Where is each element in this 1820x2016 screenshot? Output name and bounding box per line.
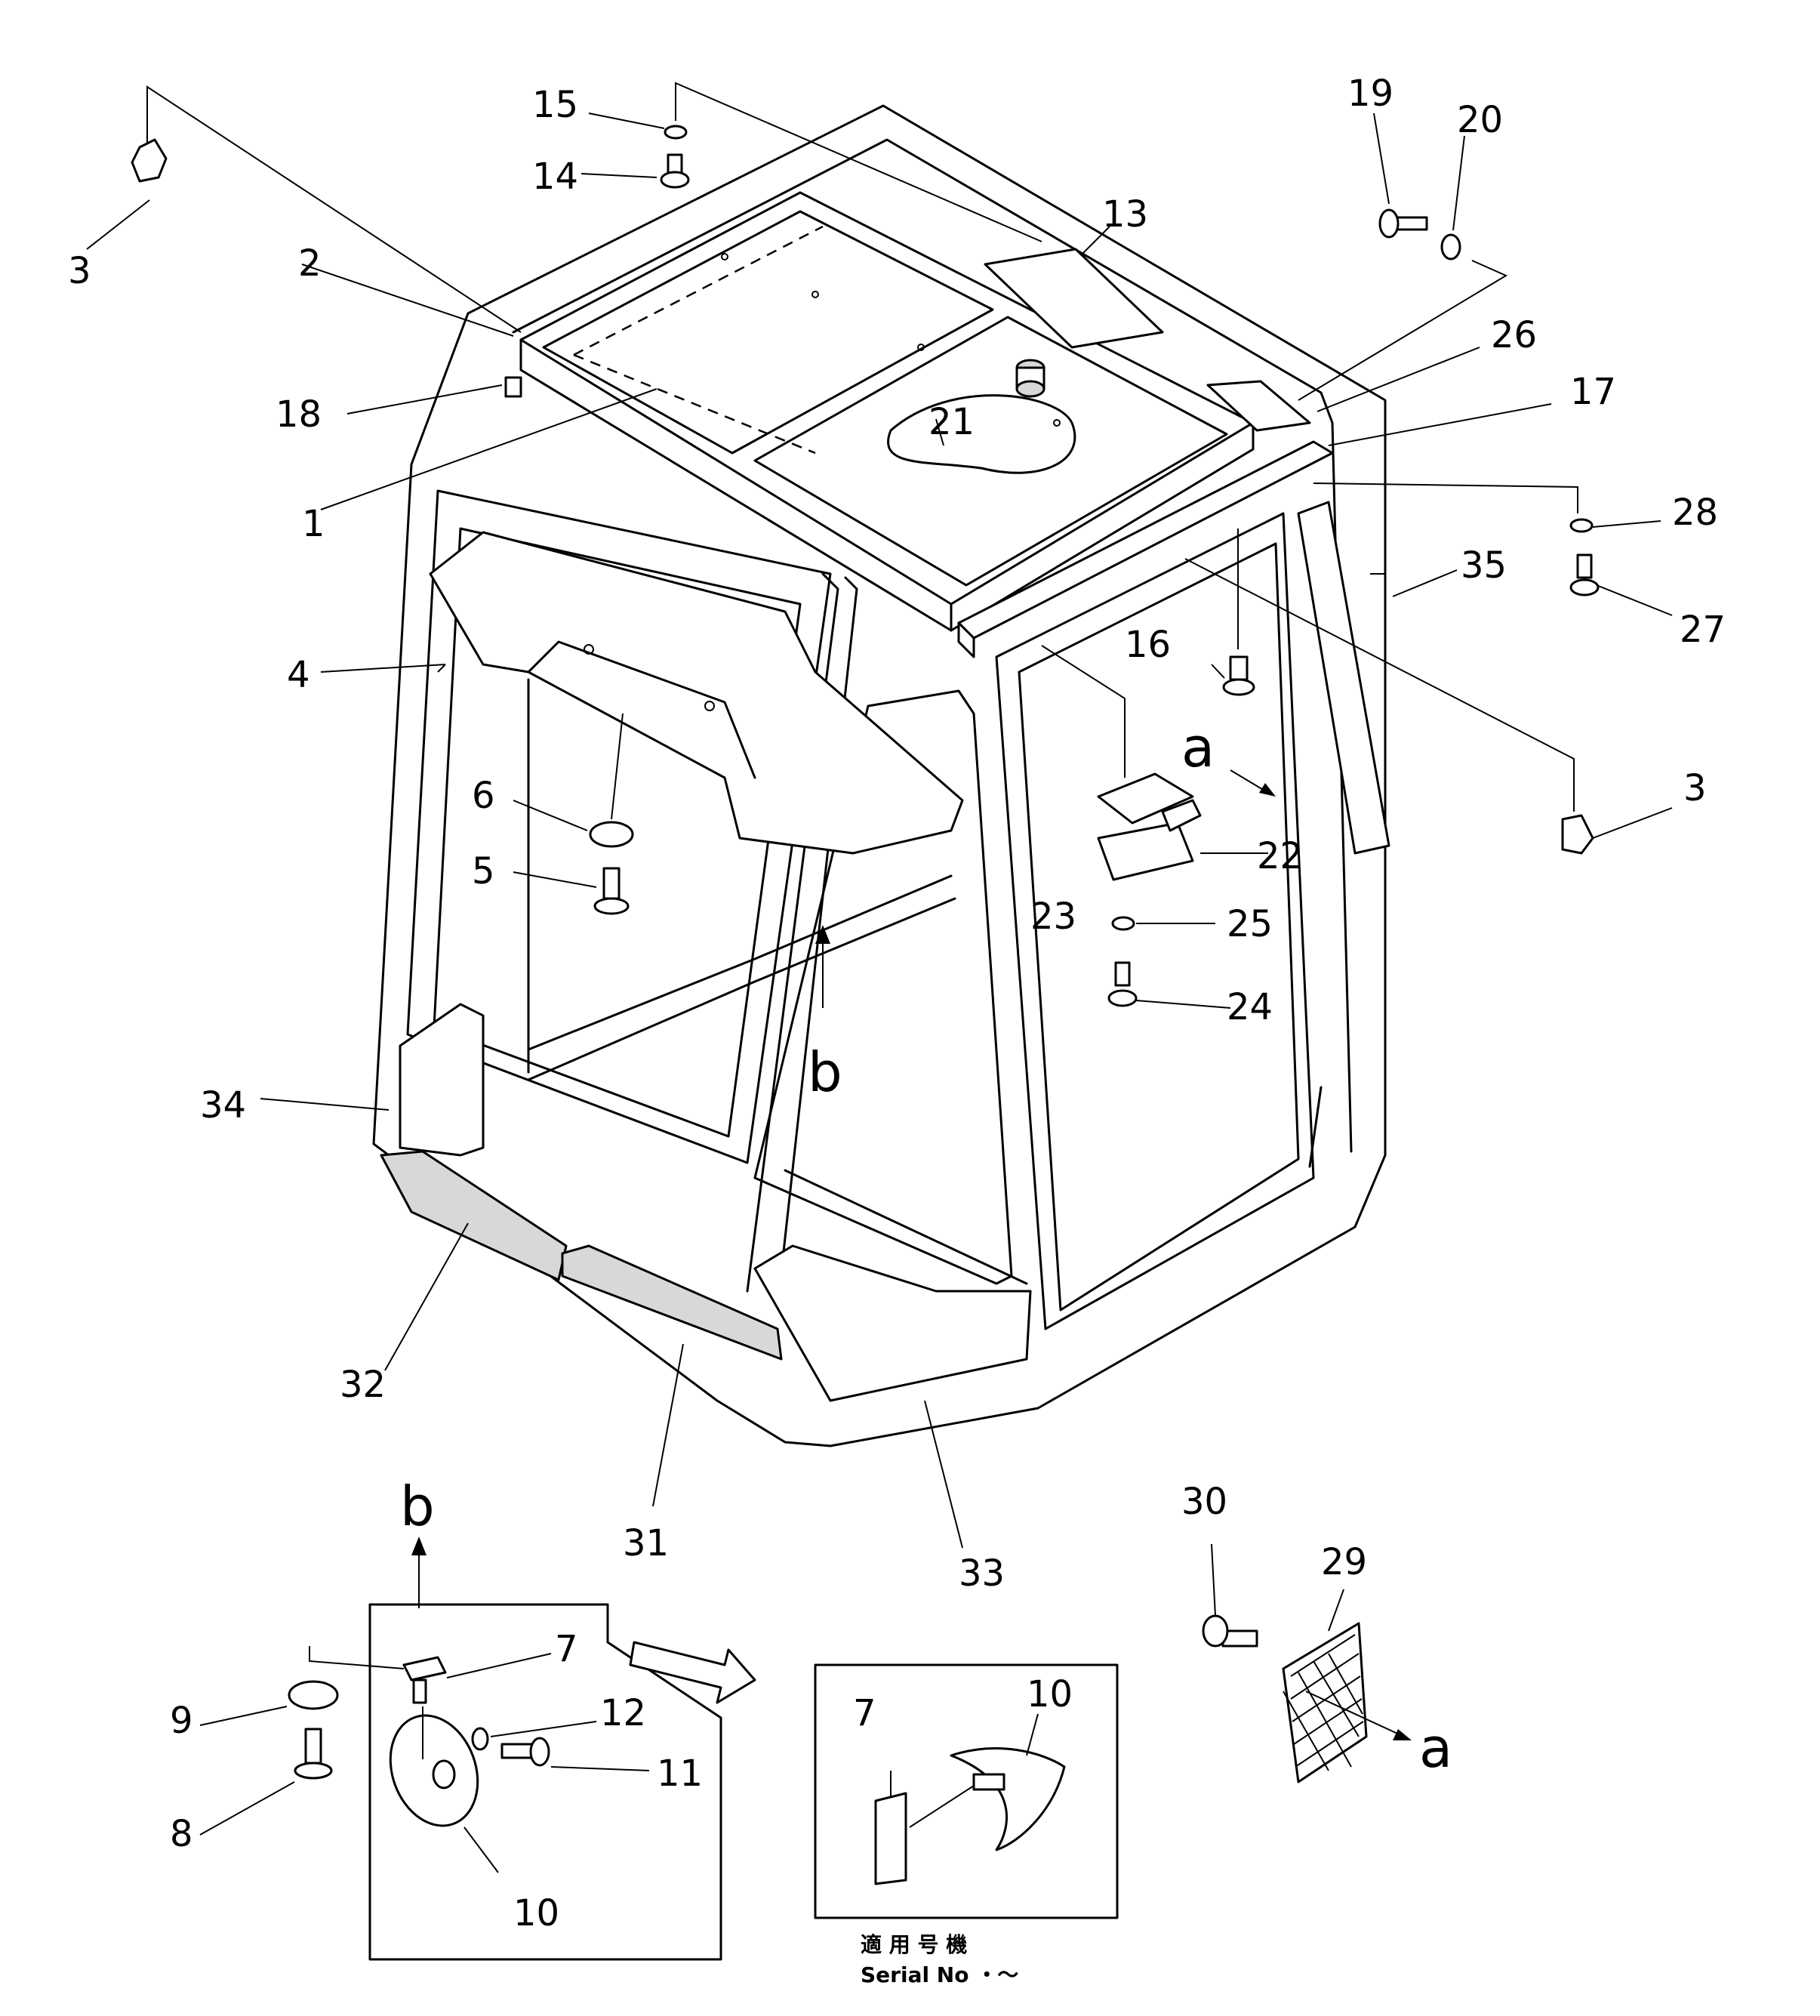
part-30-screw bbox=[1202, 1543, 1258, 1648]
label-30: 30 bbox=[1181, 1481, 1227, 1523]
label-8: 8 bbox=[170, 1813, 193, 1855]
detail-b bbox=[199, 1537, 722, 1961]
label-22: 22 bbox=[1257, 835, 1303, 877]
label-2: 2 bbox=[298, 242, 322, 285]
label-6: 6 bbox=[472, 775, 495, 817]
part-34-bracket bbox=[399, 1003, 485, 1157]
view-marker-b-detail: b bbox=[400, 1475, 435, 1538]
label-29: 29 bbox=[1321, 1541, 1367, 1583]
part-13-plate bbox=[984, 248, 1164, 349]
applicability-note: 適 用 号 機 Serial No ・～ bbox=[861, 1932, 1018, 1987]
label-15: 15 bbox=[532, 84, 578, 126]
view-arrow-b bbox=[815, 925, 830, 1008]
label-19: 19 bbox=[1347, 72, 1393, 115]
cab-frame bbox=[372, 104, 1387, 1447]
label-13: 13 bbox=[1102, 193, 1148, 236]
label-1: 1 bbox=[302, 503, 325, 545]
label-10-detail: 10 bbox=[513, 1892, 559, 1934]
label-25: 25 bbox=[1227, 903, 1273, 945]
label-14: 14 bbox=[532, 156, 578, 198]
leader-lines bbox=[86, 82, 1673, 1549]
part-31-panel bbox=[561, 1244, 783, 1361]
view-marker-a-top: a bbox=[1181, 716, 1215, 779]
part-18-bracket bbox=[504, 376, 522, 398]
label-27: 27 bbox=[1680, 609, 1726, 651]
label-9: 9 bbox=[170, 1700, 193, 1742]
label-18: 18 bbox=[276, 393, 322, 436]
label-10-serial: 10 bbox=[1027, 1673, 1073, 1715]
label-4: 4 bbox=[287, 654, 310, 696]
label-34: 34 bbox=[200, 1084, 246, 1127]
fasteners bbox=[131, 125, 1600, 1007]
applicability-jp: 適 用 号 機 bbox=[861, 1932, 967, 1957]
label-12: 12 bbox=[600, 1692, 646, 1734]
label-24: 24 bbox=[1227, 986, 1273, 1028]
label-7-serial: 7 bbox=[853, 1692, 876, 1734]
label-20: 20 bbox=[1457, 99, 1503, 141]
part-32-panel bbox=[380, 1150, 568, 1281]
transition-arrow bbox=[629, 1641, 756, 1704]
label-7-detail: 7 bbox=[555, 1628, 578, 1670]
label-3-left: 3 bbox=[68, 250, 91, 292]
part-21-rubber-mount bbox=[1015, 359, 1045, 398]
label-28: 28 bbox=[1672, 492, 1718, 534]
part-33-panel bbox=[753, 1244, 1032, 1402]
applicability-serial: Serial No ・～ bbox=[861, 1962, 1018, 1987]
part-35-strip bbox=[1297, 501, 1390, 855]
label-5: 5 bbox=[472, 850, 495, 892]
view-marker-a-bottom: a bbox=[1419, 1716, 1452, 1780]
part-29-grille bbox=[1282, 1622, 1412, 1783]
label-33: 33 bbox=[959, 1552, 1005, 1595]
label-3-right: 3 bbox=[1683, 767, 1707, 809]
label-16: 16 bbox=[1125, 624, 1171, 666]
view-marker-labels: a a b b bbox=[400, 716, 1452, 1780]
part-26-plate bbox=[1206, 380, 1311, 432]
label-35: 35 bbox=[1461, 544, 1507, 587]
part-number-labels: 1 2 3 3 4 5 6 7 7 8 9 10 10 11 12 13 14 … bbox=[68, 72, 1726, 1934]
label-17: 17 bbox=[1570, 371, 1616, 413]
label-26: 26 bbox=[1491, 314, 1537, 356]
label-23: 23 bbox=[1030, 895, 1076, 938]
label-21: 21 bbox=[928, 401, 975, 443]
label-31: 31 bbox=[623, 1522, 669, 1564]
label-32: 32 bbox=[340, 1364, 386, 1406]
serial-detail-box bbox=[814, 1663, 1119, 1919]
view-marker-b-main: b bbox=[808, 1040, 842, 1104]
label-11: 11 bbox=[657, 1752, 703, 1795]
view-arrow-a bbox=[1230, 769, 1276, 797]
